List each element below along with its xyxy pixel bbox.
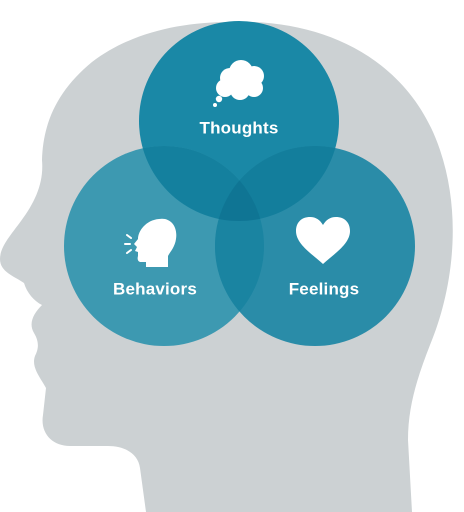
thoughts-feelings-overlap [215, 146, 339, 221]
thoughts-behaviors-overlap [139, 146, 264, 221]
speaking-head-icon [124, 218, 177, 267]
heart-icon [296, 217, 350, 264]
thought-bubble-icon [213, 60, 264, 107]
feelings-label: Feelings [289, 279, 360, 298]
behaviors-label: Behaviors [113, 279, 197, 298]
thoughts-label: Thoughts [199, 118, 278, 137]
